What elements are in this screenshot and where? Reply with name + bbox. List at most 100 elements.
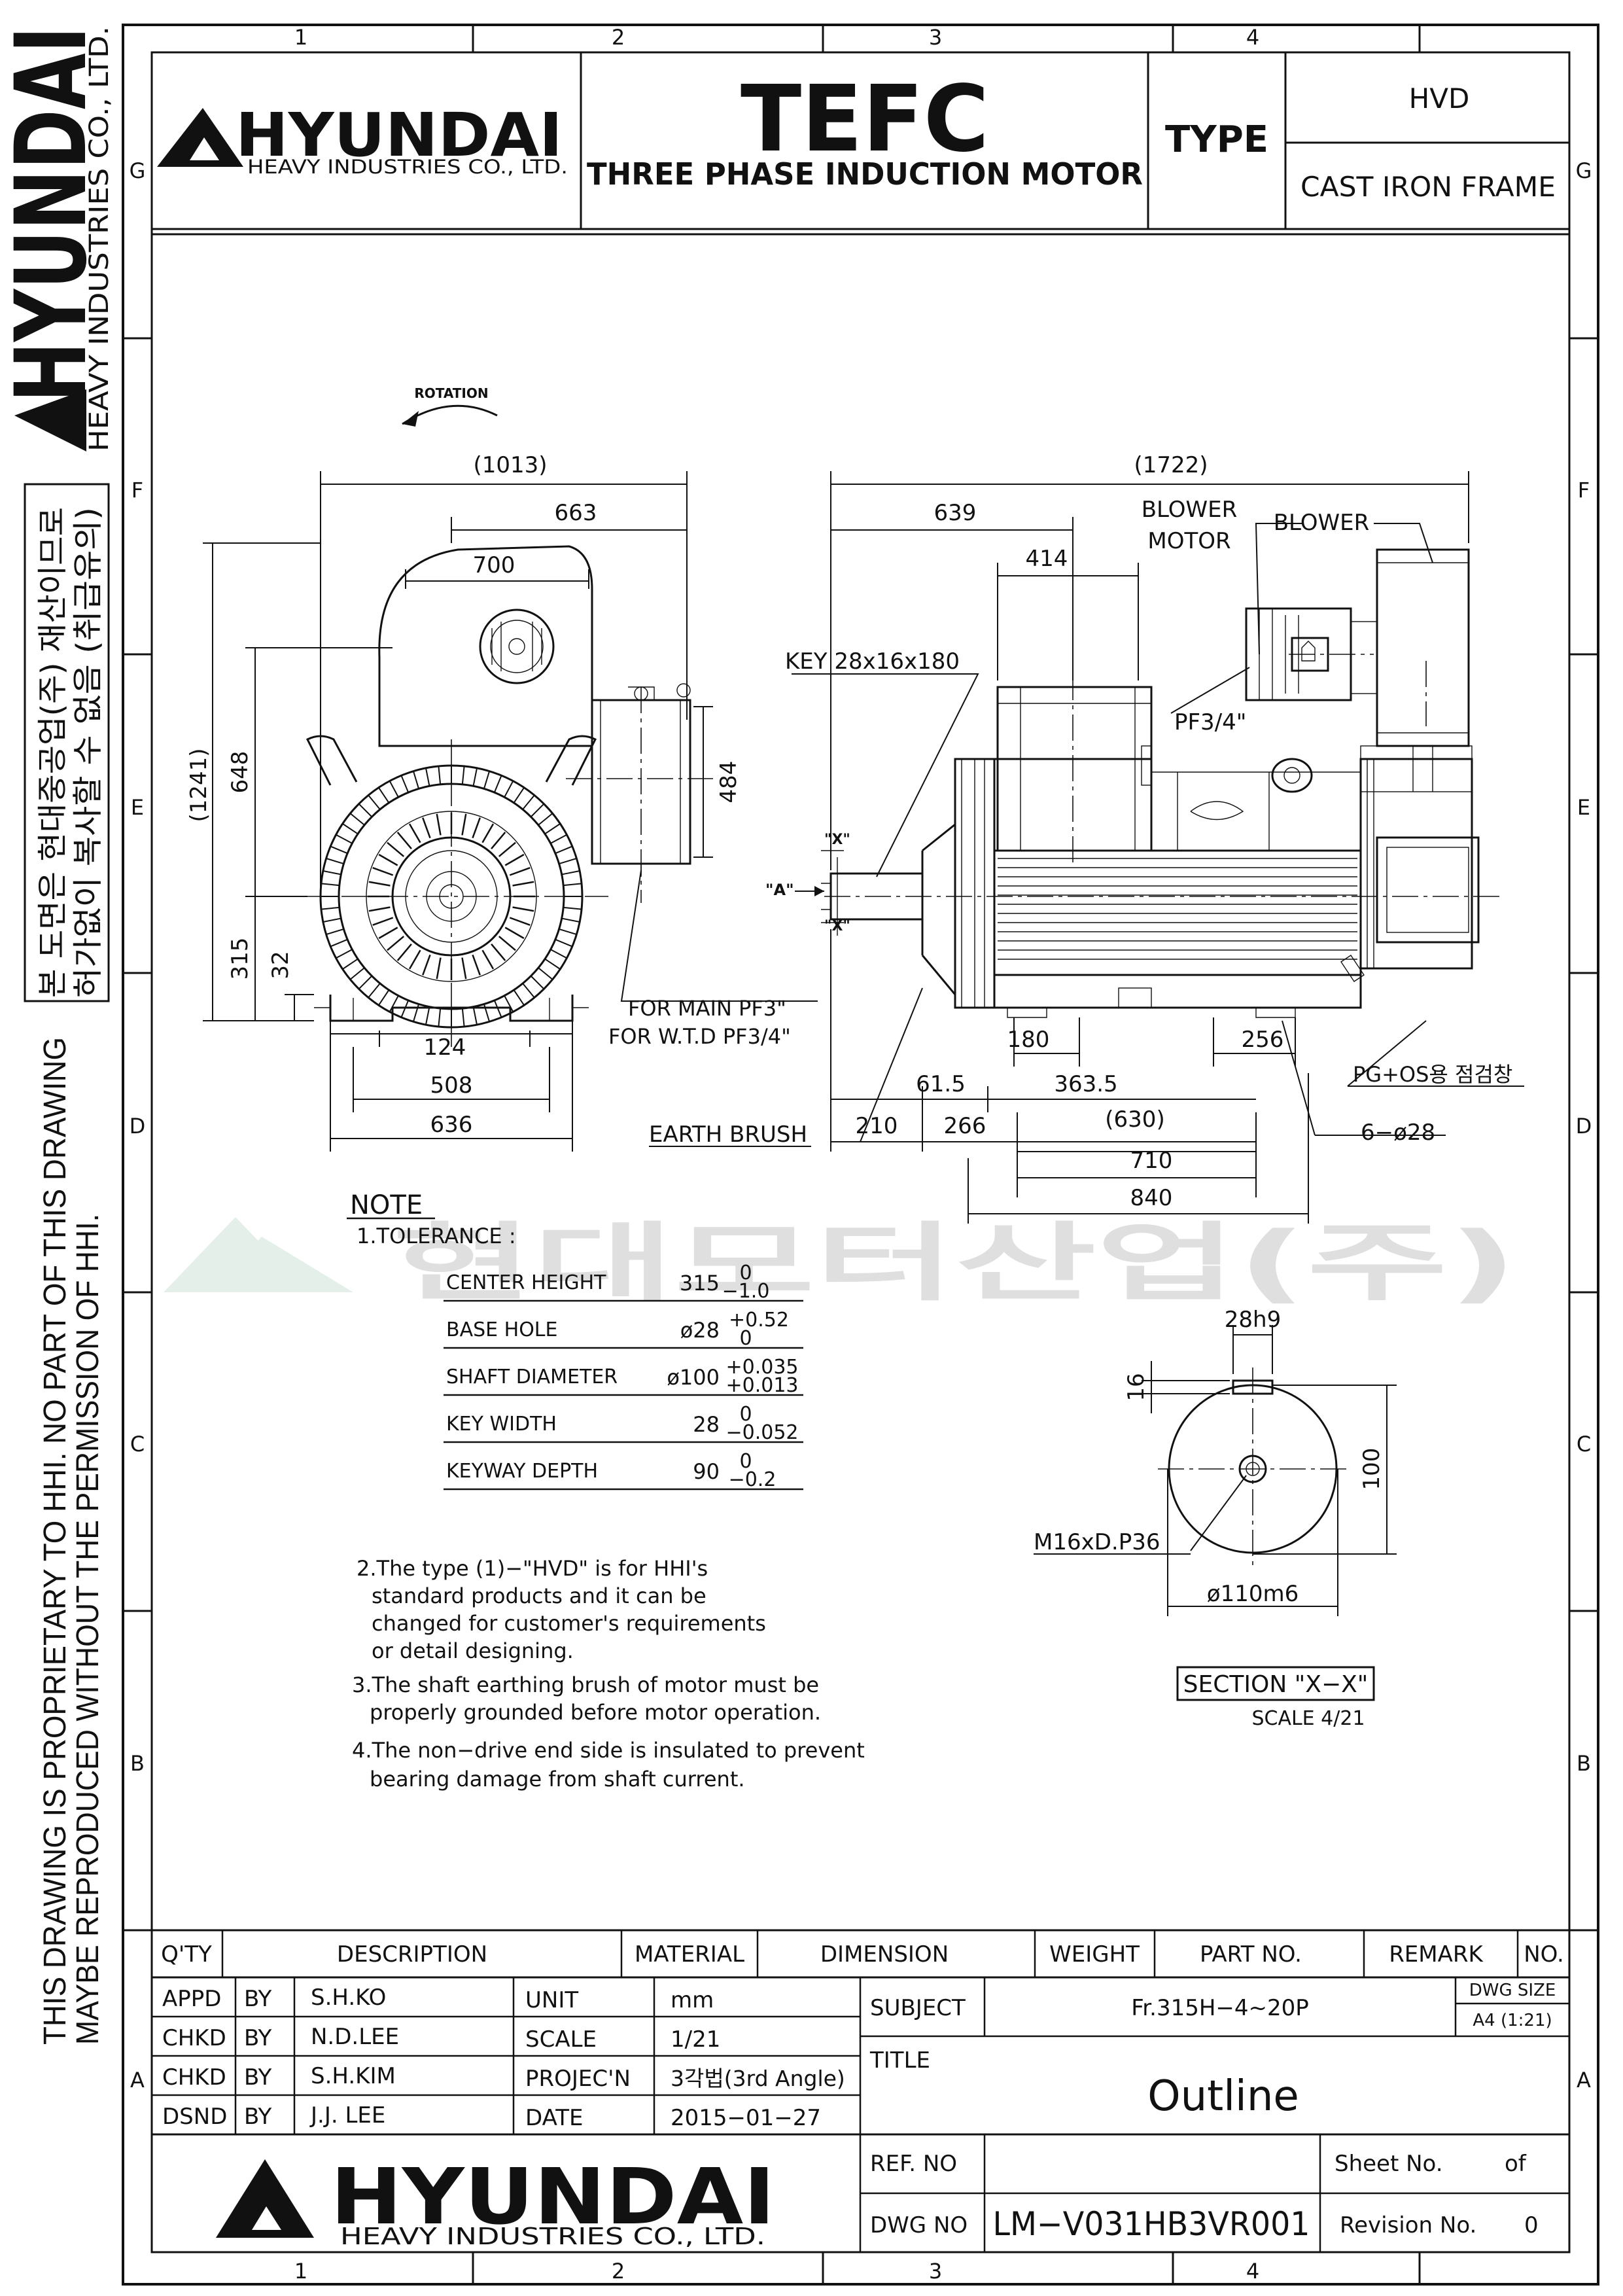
label-holes: 6−ø28 xyxy=(1361,1120,1435,1146)
note-line: bearing damage from shaft current. xyxy=(370,1767,745,1792)
title-row: CHKD BY S.H.KIM PROJEC'N 3각법(3rd Angle) xyxy=(162,2063,845,2092)
section-x-x: 28h9 16 100 M16xD.P36 ø110m6 SECTION "X−… xyxy=(1034,1307,1397,1730)
revision-value: 0 xyxy=(1524,2212,1539,2238)
frame-ribs xyxy=(998,858,1357,960)
parts-col-no: NO. xyxy=(1524,1941,1564,1968)
row-label-g-left: G xyxy=(130,158,146,183)
dwg-no-value: LM−V031HB3VR001 xyxy=(993,2205,1310,2243)
row-label-e-right: E xyxy=(1577,795,1590,820)
section-title: SECTION "X−X" xyxy=(1183,1671,1369,1698)
tolerance-nominal: ø28 xyxy=(680,1318,720,1343)
row-label-f-left: F xyxy=(131,478,143,503)
note-2: 2.The type (1)−"HVD" is for HHI's standa… xyxy=(357,1556,766,1663)
tolerance-heading: 1.TOLERANCE : xyxy=(357,1224,516,1248)
dim-side-266: 266 xyxy=(944,1113,986,1139)
title-name: S.H.KO xyxy=(311,1985,386,2011)
row-label-d-left: D xyxy=(130,1114,146,1139)
header-company-text: HEAVY INDUSTRIES CO., LTD. xyxy=(247,156,568,178)
col-label-2-bottom: 2 xyxy=(612,2259,625,2284)
col-label-1-top: 1 xyxy=(294,25,307,50)
subject-value: Fr.315H−4~20P xyxy=(1131,1995,1309,2021)
tolerance-lower: −0.2 xyxy=(729,1468,777,1491)
title-block: APPD BY S.H.KO UNIT mm CHKD BY N.D.LEE S… xyxy=(152,1976,1569,2252)
col-label-4-bottom: 4 xyxy=(1246,2259,1259,2284)
col-label-3-bottom: 3 xyxy=(929,2259,942,2284)
blower-housing xyxy=(1376,548,1470,747)
note-line: properly grounded before motor operation… xyxy=(370,1700,821,1725)
row-label-a-right: A xyxy=(1577,2068,1591,2093)
view-a-label: "A" xyxy=(765,881,794,899)
title-field: SCALE xyxy=(525,2026,597,2053)
label-key: KEY 28x16x180 xyxy=(785,648,960,675)
note-line: 2.The type (1)−"HVD" is for HHI's xyxy=(357,1556,708,1581)
tolerance-name: CENTER HEIGHT xyxy=(446,1271,606,1294)
side-banner: HYUNDAI HEAVY INDUSTRIES CO., LTD. 본 도면은… xyxy=(0,26,114,2045)
x-label-top: "X" xyxy=(824,832,850,848)
section-key-width: 28h9 xyxy=(1225,1307,1281,1333)
dim-side-256: 256 xyxy=(1242,1027,1284,1053)
title-role: CHKD xyxy=(162,2025,226,2051)
footer-logo-text: HYUNDAI xyxy=(330,2151,775,2242)
ref-no-label: REF. NO xyxy=(870,2151,957,2177)
tolerance-row: SHAFT DIAMETER ø100 +0.035 +0.013 xyxy=(446,1356,799,1397)
note-line: or detail designing. xyxy=(372,1638,574,1663)
note-line: 4.The non−drive end side is insulated to… xyxy=(352,1738,865,1763)
dim-side-61-5: 61.5 xyxy=(916,1071,966,1097)
tolerance-lower: −1.0 xyxy=(722,1280,770,1303)
parts-col-qty: Q'TY xyxy=(161,1941,212,1968)
dim-side-180: 180 xyxy=(1007,1027,1050,1053)
header-subtitle: THREE PHASE INDUCTION MOTOR xyxy=(587,156,1143,192)
label-blower-motor-2: MOTOR xyxy=(1147,528,1230,554)
label-pg-os: PG+OS용 점검창 xyxy=(1353,1062,1512,1087)
tolerance-row: KEY WIDTH 28 0 −0.052 xyxy=(446,1403,799,1444)
label-blower: BLOWER xyxy=(1274,510,1370,536)
row-label-f-right: F xyxy=(1578,478,1590,503)
label-pf: PF3/4" xyxy=(1174,709,1246,735)
main-frame xyxy=(993,849,1362,976)
tolerance-name: BASE HOLE xyxy=(446,1318,557,1341)
revision-label: Revision No. xyxy=(1340,2212,1476,2238)
dim-front-484: 484 xyxy=(716,761,742,804)
section-diameter: ø110m6 xyxy=(1207,1581,1299,1607)
title-label: TITLE xyxy=(869,2047,930,2074)
dim-front-508: 508 xyxy=(430,1072,473,1099)
header-type-value: HVD xyxy=(1409,82,1470,115)
section-scale: SCALE 4/21 xyxy=(1251,1707,1365,1730)
tolerance-name: KEY WIDTH xyxy=(446,1413,557,1436)
title-name: N.D.LEE xyxy=(311,2024,399,2050)
label-main-pf: FOR MAIN PF3" xyxy=(628,996,786,1021)
label-earth-brush: EARTH BRUSH xyxy=(649,1122,807,1148)
col-label-3-top: 3 xyxy=(929,25,942,50)
dim-front-648: 648 xyxy=(227,751,253,794)
header-title: TEFC xyxy=(741,66,989,173)
proprietary-line1: THIS DRAWING IS PROPRIETARY TO HHI. NO P… xyxy=(38,1037,73,2045)
korean-notice-line1: 본 도면은 현대중공업(주) 재산이므로 xyxy=(35,507,70,998)
dim-side-414: 414 xyxy=(1026,546,1068,572)
tolerance-upper: +0.52 xyxy=(729,1309,789,1332)
dim-front-700: 700 xyxy=(473,552,515,578)
dim-front-315: 315 xyxy=(227,938,253,980)
tolerance-upper: 0 xyxy=(739,1403,752,1426)
section-height: 100 xyxy=(1359,1448,1385,1491)
tolerance-row: KEYWAY DEPTH 90 0 −0.2 xyxy=(446,1450,776,1491)
title-row: APPD BY S.H.KO UNIT mm xyxy=(162,1985,714,2013)
note-line: standard products and it can be xyxy=(372,1583,707,1608)
header-block: HYUNDAI HEAVY INDUSTRIES CO., LTD. TEFC … xyxy=(152,52,1569,236)
dwg-no-label: DWG NO xyxy=(870,2212,968,2238)
sheet-no-label: Sheet No. xyxy=(1335,2151,1443,2177)
tolerance-lower: 0 xyxy=(739,1327,752,1350)
front-view: ROTATION xyxy=(186,385,818,1152)
side-company-text: HEAVY INDUSTRIES CO., LTD. xyxy=(84,26,114,451)
dim-front-32: 32 xyxy=(268,951,294,979)
tolerance-row: BASE HOLE ø28 +0.52 0 xyxy=(446,1309,789,1350)
dim-side-630: (630) xyxy=(1105,1106,1164,1133)
title-by: BY xyxy=(244,2104,271,2130)
watermark-text: 현대모터산업(주) xyxy=(393,1213,1518,1313)
tolerance-nominal: 315 xyxy=(680,1271,720,1296)
title-value: 2015−01−27 xyxy=(671,2105,821,2131)
tolerance-nominal: 28 xyxy=(693,1412,720,1437)
title-value: 1/21 xyxy=(671,2026,720,2053)
dim-front-1241: (1241) xyxy=(186,748,212,822)
korean-notice-box xyxy=(24,483,110,1002)
